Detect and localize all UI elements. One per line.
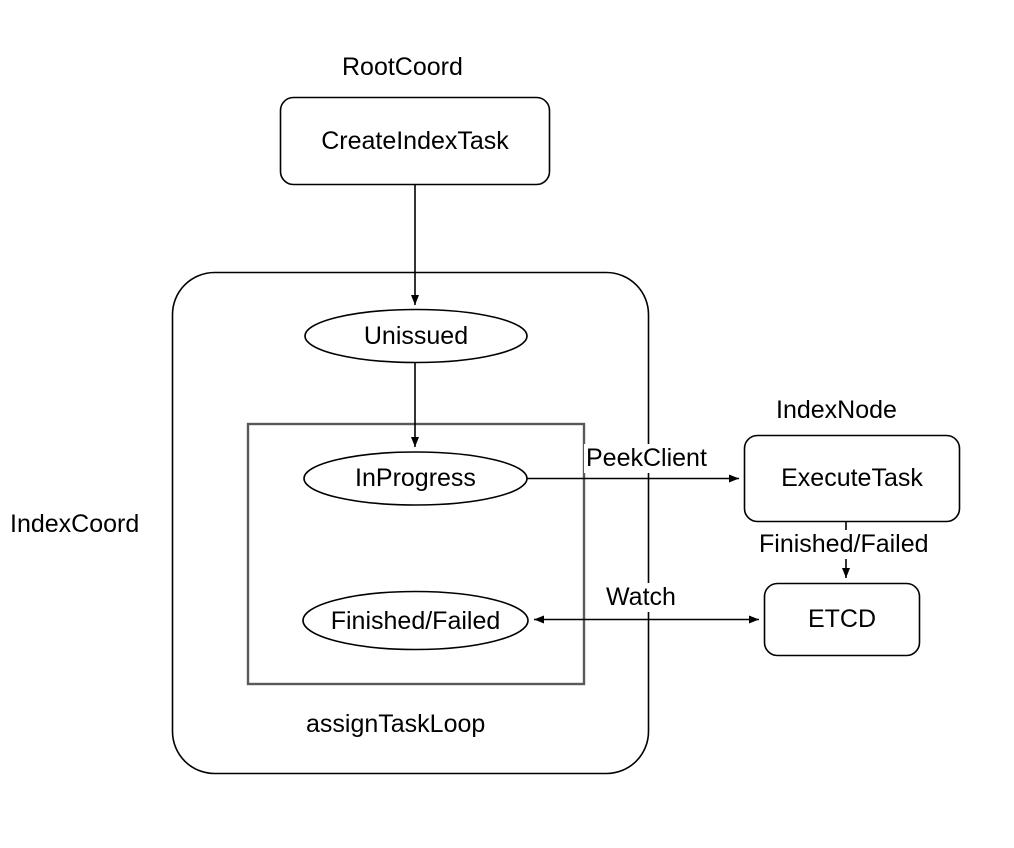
index-coord-group-boundary <box>171 271 650 775</box>
index-node-group-label: IndexNode <box>776 396 897 424</box>
etcd-node-shape[interactable] <box>763 582 921 657</box>
finished-failed-node-shape[interactable] <box>302 590 529 651</box>
execute-task-node-shape[interactable] <box>743 434 961 523</box>
execute-task-node[interactable] <box>744 435 960 522</box>
unissued-node[interactable] <box>305 310 527 363</box>
assign-task-loop-group-boundary <box>246 422 586 686</box>
root-coord-group-label: RootCoord <box>342 53 463 81</box>
edge-label-watch: Watch <box>604 583 678 612</box>
etcd-node[interactable] <box>764 583 920 656</box>
edge-label-finished-failed: Finished/Failed <box>757 530 931 559</box>
index-coord-group-label: IndexCoord <box>10 510 140 538</box>
assign-task-loop-group-label: assignTaskLoop <box>306 710 486 738</box>
unissued-node-shape[interactable] <box>304 308 528 364</box>
create-index-task-node-shape[interactable] <box>279 96 551 186</box>
finished-failed-node[interactable] <box>303 592 528 650</box>
create-index-task-node[interactable] <box>280 97 550 185</box>
in-progress-node[interactable] <box>304 452 527 505</box>
edge-label-peek-client: PeekClient <box>584 444 709 473</box>
